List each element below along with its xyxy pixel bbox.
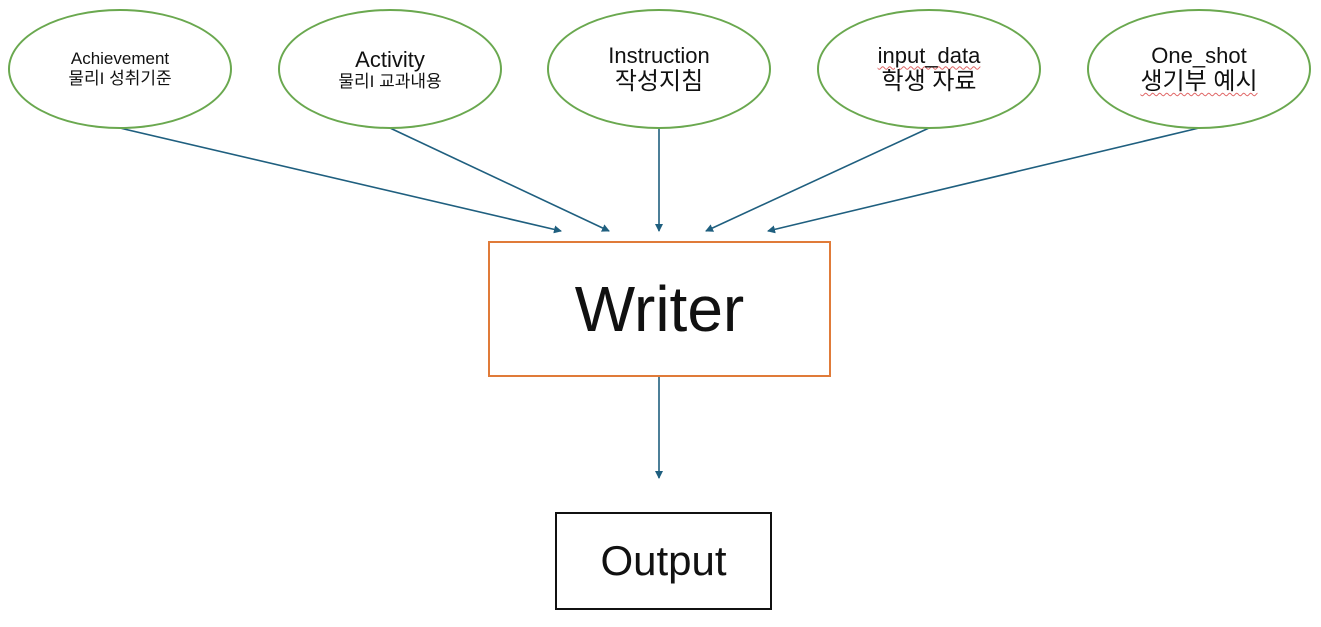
edge-one-shot-writer — [767, 127, 1200, 234]
node-instruction-title: Instruction — [608, 42, 710, 68]
node-activity-subtitle: 물리I 교과내용 — [338, 71, 442, 91]
node-instruction-subtitle: 작성지침 — [614, 67, 704, 95]
node-achievement: Achievement 물리I 성취기준 — [8, 9, 232, 129]
node-one-shot-subtitle: 생기부 예시 — [1140, 67, 1258, 95]
node-one-shot: One_shot 생기부 예시 — [1087, 9, 1311, 129]
node-activity-title: Activity — [355, 46, 425, 72]
edge-achievement-writer — [119, 127, 562, 234]
node-instruction: Instruction 작성지침 — [547, 9, 771, 129]
node-one-shot-title: One_shot — [1151, 42, 1247, 68]
node-writer: Writer — [488, 241, 831, 377]
node-activity: Activity 물리I 교과내용 — [278, 9, 502, 129]
node-input-data-title: input_data — [877, 42, 981, 68]
edge-input-data-writer — [705, 127, 930, 232]
node-input-data-subtitle: 학생 자료 — [881, 67, 977, 95]
node-achievement-subtitle: 물리I 성취기준 — [68, 69, 172, 88]
node-output-label: Output — [600, 537, 727, 584]
node-achievement-title: Achievement — [70, 49, 170, 69]
node-writer-label: Writer — [574, 273, 745, 345]
node-output: Output — [555, 512, 772, 610]
node-input-data: input_data 학생 자료 — [817, 9, 1041, 129]
edge-activity-writer — [389, 127, 610, 232]
